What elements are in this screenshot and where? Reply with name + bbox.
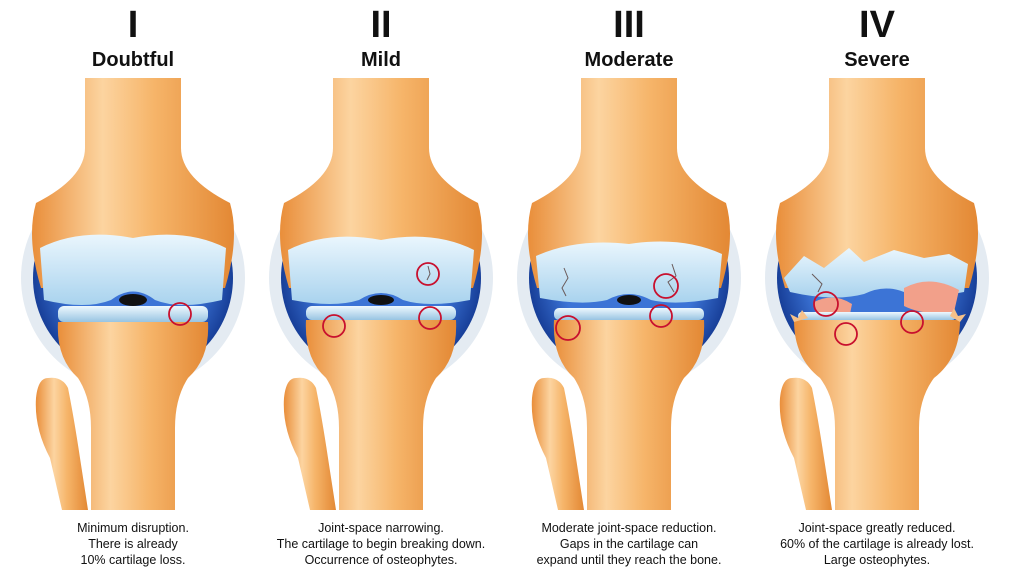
knee-joint-illustration <box>21 78 245 510</box>
fibula-bone <box>35 377 88 510</box>
description-line: Minimum disruption. <box>77 521 189 535</box>
damage-marker <box>649 304 673 328</box>
meniscus <box>58 306 208 322</box>
cartilage-crack <box>561 267 569 297</box>
description-line: Large osteophytes. <box>823 553 931 567</box>
meniscus-thin <box>798 312 956 320</box>
stage-grade: III <box>613 4 645 46</box>
stage-description: Minimum disruption. There is already 10%… <box>10 520 256 568</box>
stage-panel-1: I Doubtful Minimum disruption. There is … <box>10 0 256 575</box>
femoral-cartilage <box>536 241 722 303</box>
tibia-bone <box>57 322 209 510</box>
tibia-bone <box>305 320 457 510</box>
knee-joint-illustration <box>517 78 741 510</box>
description-line: There is already <box>88 537 178 551</box>
damage-marker <box>555 315 581 341</box>
description-line: Joint-space narrowing. <box>318 521 444 535</box>
knee-joint-illustration <box>765 78 989 510</box>
stage-grade: IV <box>859 4 895 46</box>
stage-description: Joint-space greatly reduced. 60% of the … <box>754 520 1000 568</box>
damage-marker <box>813 291 839 317</box>
fibula-bone <box>283 377 336 510</box>
cartilage-crack <box>811 273 823 293</box>
joint-gap <box>368 295 394 305</box>
cartilage-crack <box>426 265 431 281</box>
tibia-bone <box>553 320 705 510</box>
stage-label: Severe <box>844 49 910 71</box>
description-line: Occurrence of osteophytes. <box>304 553 458 567</box>
exposed-bone <box>904 281 959 314</box>
damage-marker <box>168 302 192 326</box>
joint-gap <box>617 295 641 305</box>
femur-bone <box>776 78 978 288</box>
fibula-bone <box>531 377 584 510</box>
description-line: 60% of the cartilage is already lost. <box>780 537 974 551</box>
damage-marker <box>322 314 346 338</box>
exposed-bone <box>814 297 852 314</box>
femoral-cartilage <box>288 236 474 304</box>
stage-panel-2: II Mild Joint-space narrowing. The carti… <box>258 0 504 575</box>
stage-description: Joint-space narrowing. The cartilage to … <box>258 520 504 568</box>
joint-gap <box>119 294 147 306</box>
femur-bone <box>32 78 234 288</box>
stage-panel-3: III Moderate Moderate joint-space reduct… <box>506 0 752 575</box>
tibia-bone <box>794 320 960 510</box>
description-line: expand until they reach the bone. <box>536 553 722 567</box>
stage-label: Mild <box>361 49 401 71</box>
damage-marker <box>416 262 440 286</box>
description-line: 10% cartilage loss. <box>80 553 186 567</box>
damage-marker <box>418 306 442 330</box>
description-line: Joint-space greatly reduced. <box>798 521 956 535</box>
stage-label: Moderate <box>584 49 674 71</box>
osteophyte <box>790 310 808 322</box>
femur-bone <box>280 78 482 288</box>
stage-panel-4: IV Severe Joint-space greatly reduced. 6… <box>754 0 1000 575</box>
stage-grade: II <box>370 4 392 46</box>
knee-joint-illustration <box>269 78 493 510</box>
fibula-bone <box>779 377 832 510</box>
cartilage-crack <box>667 263 677 293</box>
description-line: The cartilage to begin breaking down. <box>276 537 486 551</box>
stage-description: Moderate joint-space reduction. Gaps in … <box>506 520 752 568</box>
damage-marker <box>900 310 924 334</box>
damage-marker <box>653 273 679 299</box>
femur-bone <box>528 78 730 288</box>
description-line: Gaps in the cartilage can <box>559 537 699 551</box>
meniscus <box>554 308 704 320</box>
description-line: Moderate joint-space reduction. <box>541 521 717 535</box>
osteophyte <box>950 308 966 322</box>
damage-marker <box>834 322 858 346</box>
femoral-cartilage <box>40 234 226 305</box>
stage-label: Doubtful <box>91 49 175 71</box>
stage-grade: I <box>127 4 139 46</box>
